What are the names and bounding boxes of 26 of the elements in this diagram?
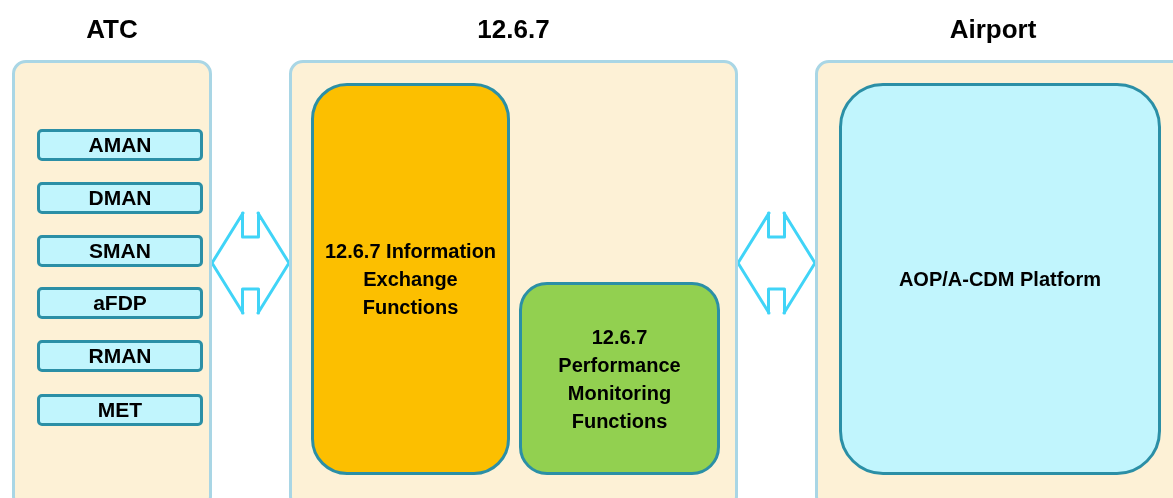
group-heading: Airport — [948, 16, 1038, 42]
group-heading: ATC — [85, 16, 139, 42]
system-box — [37, 182, 203, 214]
box-label: SMAN — [88, 238, 152, 264]
box-label: 12.6.7 Performance Monitoring Functions — [557, 324, 682, 434]
platform-box — [839, 83, 1161, 475]
double-arrow — [210, 211, 291, 315]
box-label: AOP/A-CDM Platform — [897, 267, 1103, 292]
group-panel — [12, 60, 212, 498]
box-label: aFDP — [92, 290, 148, 316]
system-box — [37, 340, 203, 372]
group-heading: 12.6.7 — [476, 16, 551, 42]
box-label: RMAN — [87, 343, 153, 369]
box-label: AMAN — [87, 132, 153, 158]
double-arrow — [736, 211, 817, 315]
system-box — [37, 394, 203, 426]
group-panel — [289, 60, 738, 498]
function-box — [519, 282, 720, 475]
box-label: DMAN — [87, 185, 153, 211]
system-box — [37, 129, 203, 161]
function-box — [311, 83, 510, 475]
group-panel — [815, 60, 1173, 498]
box-label: 12.6.7 Information Exchange Functions — [323, 239, 498, 320]
system-box — [37, 287, 203, 319]
system-box — [37, 235, 203, 267]
box-label: MET — [96, 397, 144, 423]
